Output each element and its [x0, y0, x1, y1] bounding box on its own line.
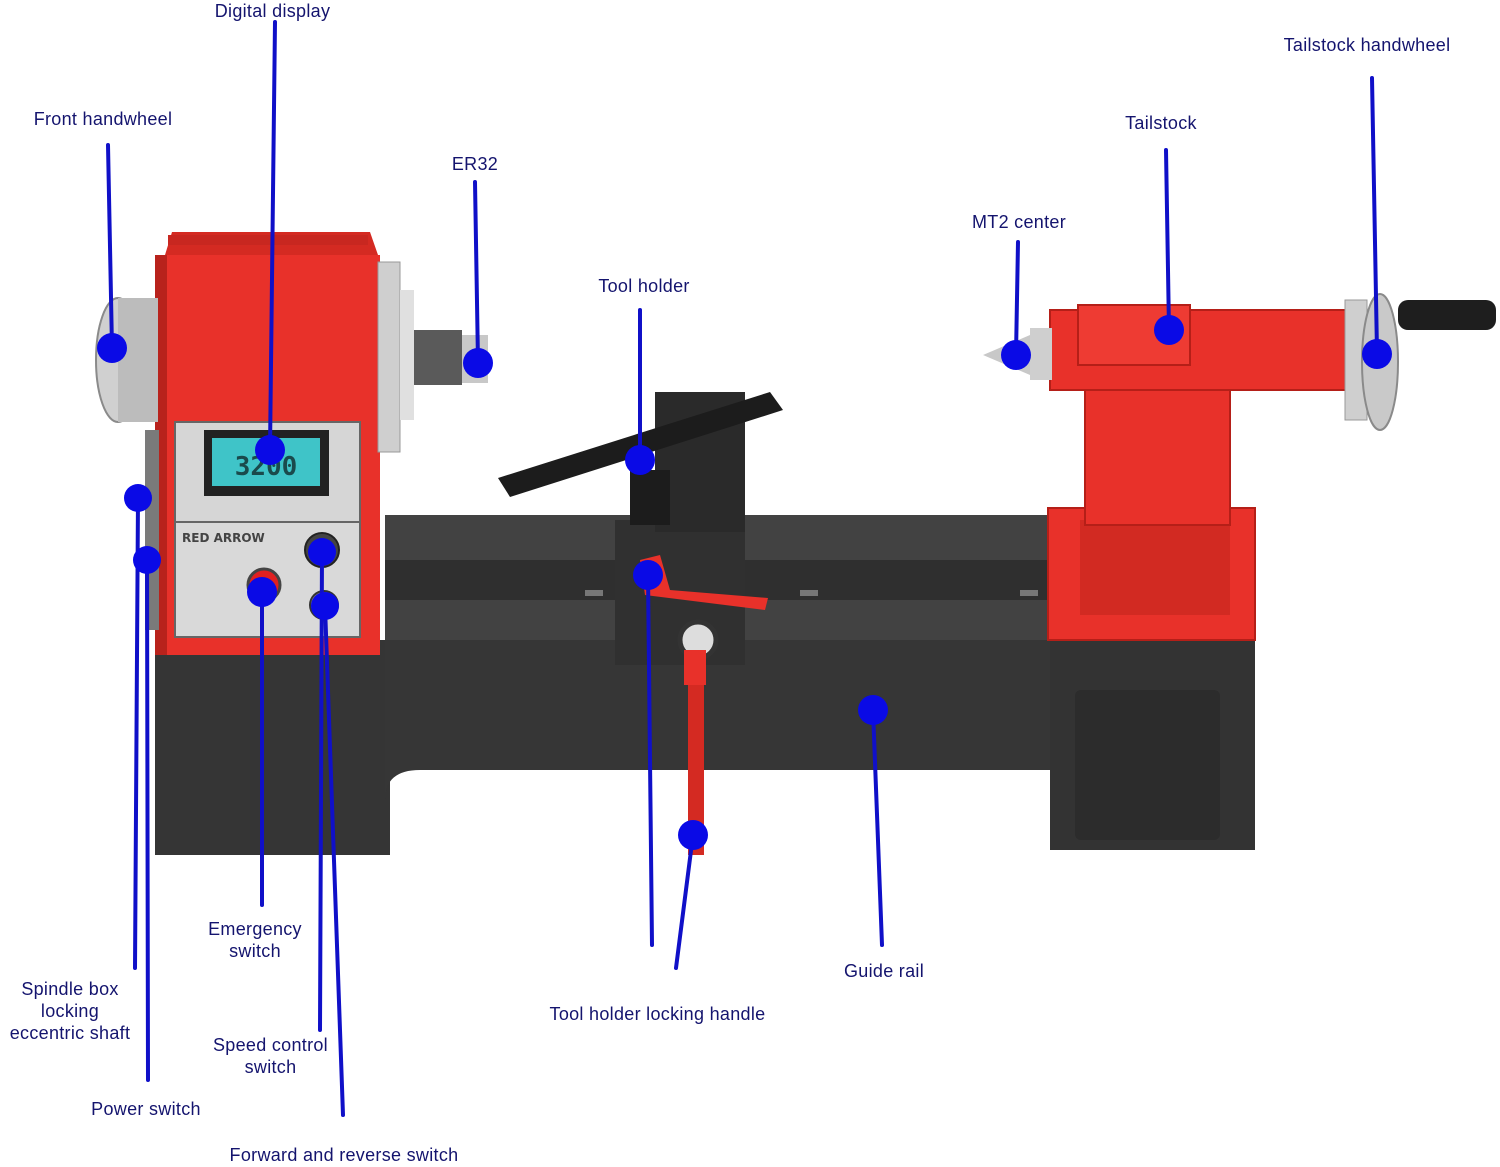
label-forward-and-reverse-switch: Forward and reverse switch — [229, 1145, 459, 1165]
label-front-handwheel: Front handwheel — [33, 109, 173, 129]
label-speed-control-switch: Speed control switch — [213, 1035, 328, 1077]
tailstock-body — [983, 293, 1496, 641]
label-digital-display: Digital display — [214, 1, 331, 21]
label-power-switch: Power switch — [91, 1099, 201, 1119]
leader-lines — [106, 20, 1379, 1117]
label-emergency-switch: Emergency switch — [208, 919, 302, 961]
label-er32: ER32 — [451, 154, 499, 174]
label-tailstock: Tailstock — [1125, 113, 1197, 133]
label-tool-holder-locking-handle: Tool holder locking handle — [549, 1004, 766, 1024]
label-spindle-box-locking-eccentric-shaft: Spindle box locking eccentric shaft — [9, 979, 131, 1043]
label-mt2-center: MT2 center — [971, 212, 1067, 232]
tool-rest — [498, 392, 783, 855]
callout-dots — [97, 315, 1392, 850]
label-tailstock-handwheel: Tailstock handwheel — [1283, 35, 1451, 55]
label-tool-holder: Tool holder — [598, 276, 690, 296]
label-guide-rail: Guide rail — [843, 961, 925, 981]
brand-text: RED ARROW — [182, 531, 265, 545]
